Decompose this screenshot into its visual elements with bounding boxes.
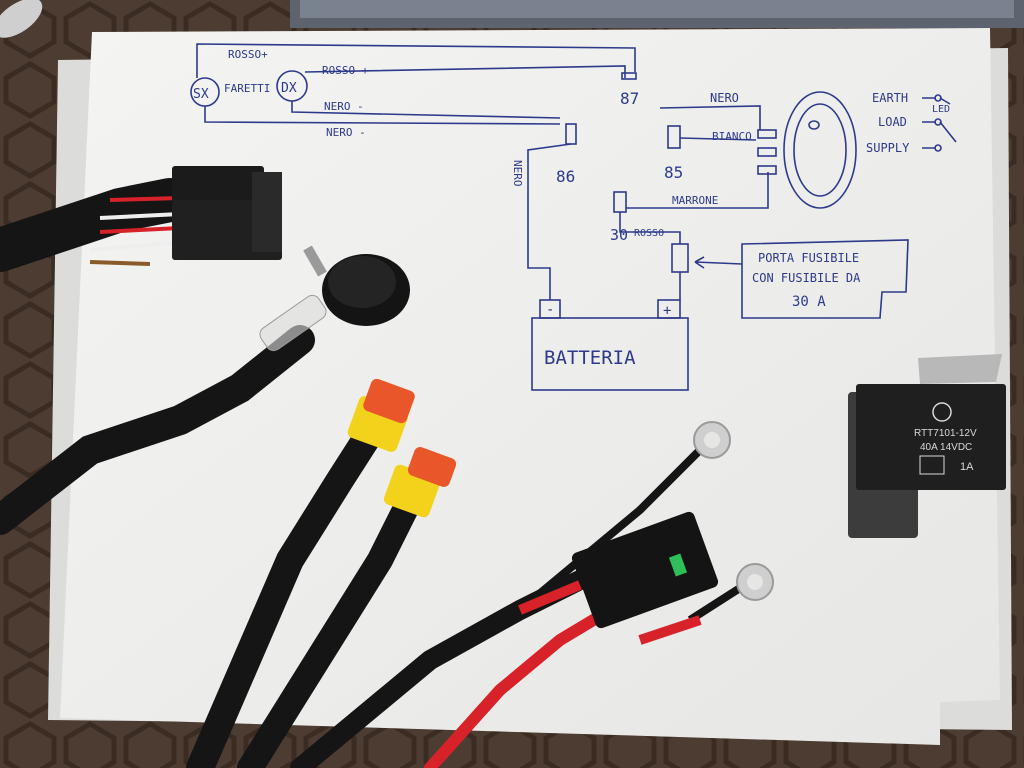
- wire-nero-2-label: NERO -: [326, 126, 366, 139]
- relay-socket-harness: [0, 166, 282, 272]
- relay-mark: 1A: [960, 461, 974, 473]
- connector-cables: [186, 378, 457, 768]
- switch-led-label: LED: [932, 104, 950, 115]
- fuse-note-line2: CON FUSIBILE DA: [752, 271, 861, 285]
- battery-label: BATTERIA: [544, 347, 636, 369]
- fuse-holder: [571, 511, 719, 629]
- pin-30-label: 30: [610, 226, 628, 244]
- wire-rosso-top-label: ROSSO+: [228, 48, 268, 61]
- battery-box: [531, 317, 689, 391]
- switch-outline: [783, 91, 857, 209]
- relay: RTT7101-12V 40A 14VDC 1A: [848, 354, 1006, 538]
- fuse-note-line3: 30 A: [792, 294, 826, 310]
- wire-bianco-label: BIANCO: [712, 130, 752, 143]
- wire-nero-1-label: NERO -: [324, 100, 364, 113]
- wire-rosso-fuse-label: ROSSO: [634, 228, 664, 239]
- right-lamp-label: DX: [281, 81, 297, 96]
- wire-nero-vertical-label: NERO: [511, 160, 524, 187]
- pin-86-label: 86: [556, 167, 575, 186]
- switch-load-label: LOAD: [878, 115, 907, 129]
- relay-model: RTT7101-12V: [914, 428, 977, 439]
- wire-nero-top-label: NERO: [710, 91, 739, 105]
- fuse-note-line1: PORTA FUSIBILE: [758, 251, 859, 265]
- pin-85-label: 85: [664, 163, 683, 182]
- fuse-holder-cable: [290, 421, 774, 768]
- switch-supply-label: SUPPLY: [866, 141, 910, 155]
- switch-earth-label: EARTH: [872, 91, 908, 105]
- battery-plus-label: +: [663, 303, 671, 319]
- wire-rosso-right-label: ROSSO +: [322, 64, 369, 77]
- left-lamp-label: SX: [193, 87, 209, 102]
- battery-minus-label: -: [546, 302, 554, 318]
- lamps-label: FARETTI: [224, 82, 270, 95]
- diagram-labels: SX DX FARETTI ROSSO+ ROSSO + NERO - NERO…: [193, 48, 950, 369]
- pin-87-label: 87: [620, 89, 639, 108]
- rocker-switch: [0, 245, 410, 535]
- wiring-diagram: [190, 43, 957, 391]
- relay-rating: 40A 14VDC: [920, 442, 972, 453]
- wire-marrone-label: MARRONE: [672, 194, 718, 207]
- corner-object: [0, 0, 43, 38]
